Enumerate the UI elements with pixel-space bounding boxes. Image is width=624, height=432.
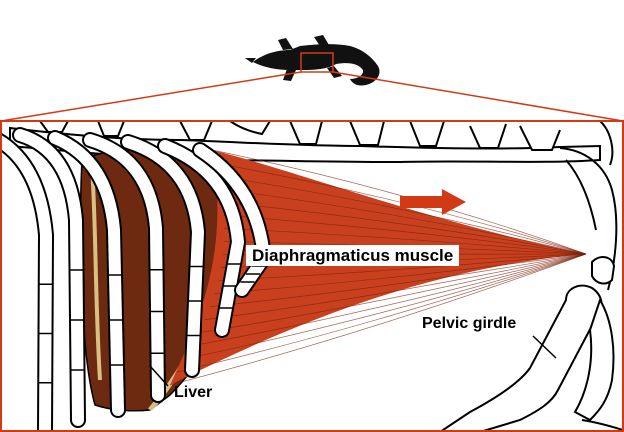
pelvic-leader-line — [532, 335, 557, 359]
liver-leader-line — [149, 365, 169, 387]
anatomy-panel — [1, 121, 623, 432]
zoom-line-left — [0, 71, 302, 122]
zoom-panel-frame — [0, 120, 624, 432]
liver-label: Liver — [174, 384, 213, 401]
pelvic-girdle — [438, 256, 616, 432]
zoom-region-box — [300, 52, 334, 73]
pelvic-girdle-label: Pelvic girdle — [420, 315, 519, 332]
diaphragmaticus-muscle-label: Diaphragmaticus muscle — [246, 245, 460, 266]
right-arrow-icon — [400, 189, 466, 215]
zoom-line-right — [332, 71, 624, 122]
crocodilian-silhouette-icon — [245, 35, 380, 86]
